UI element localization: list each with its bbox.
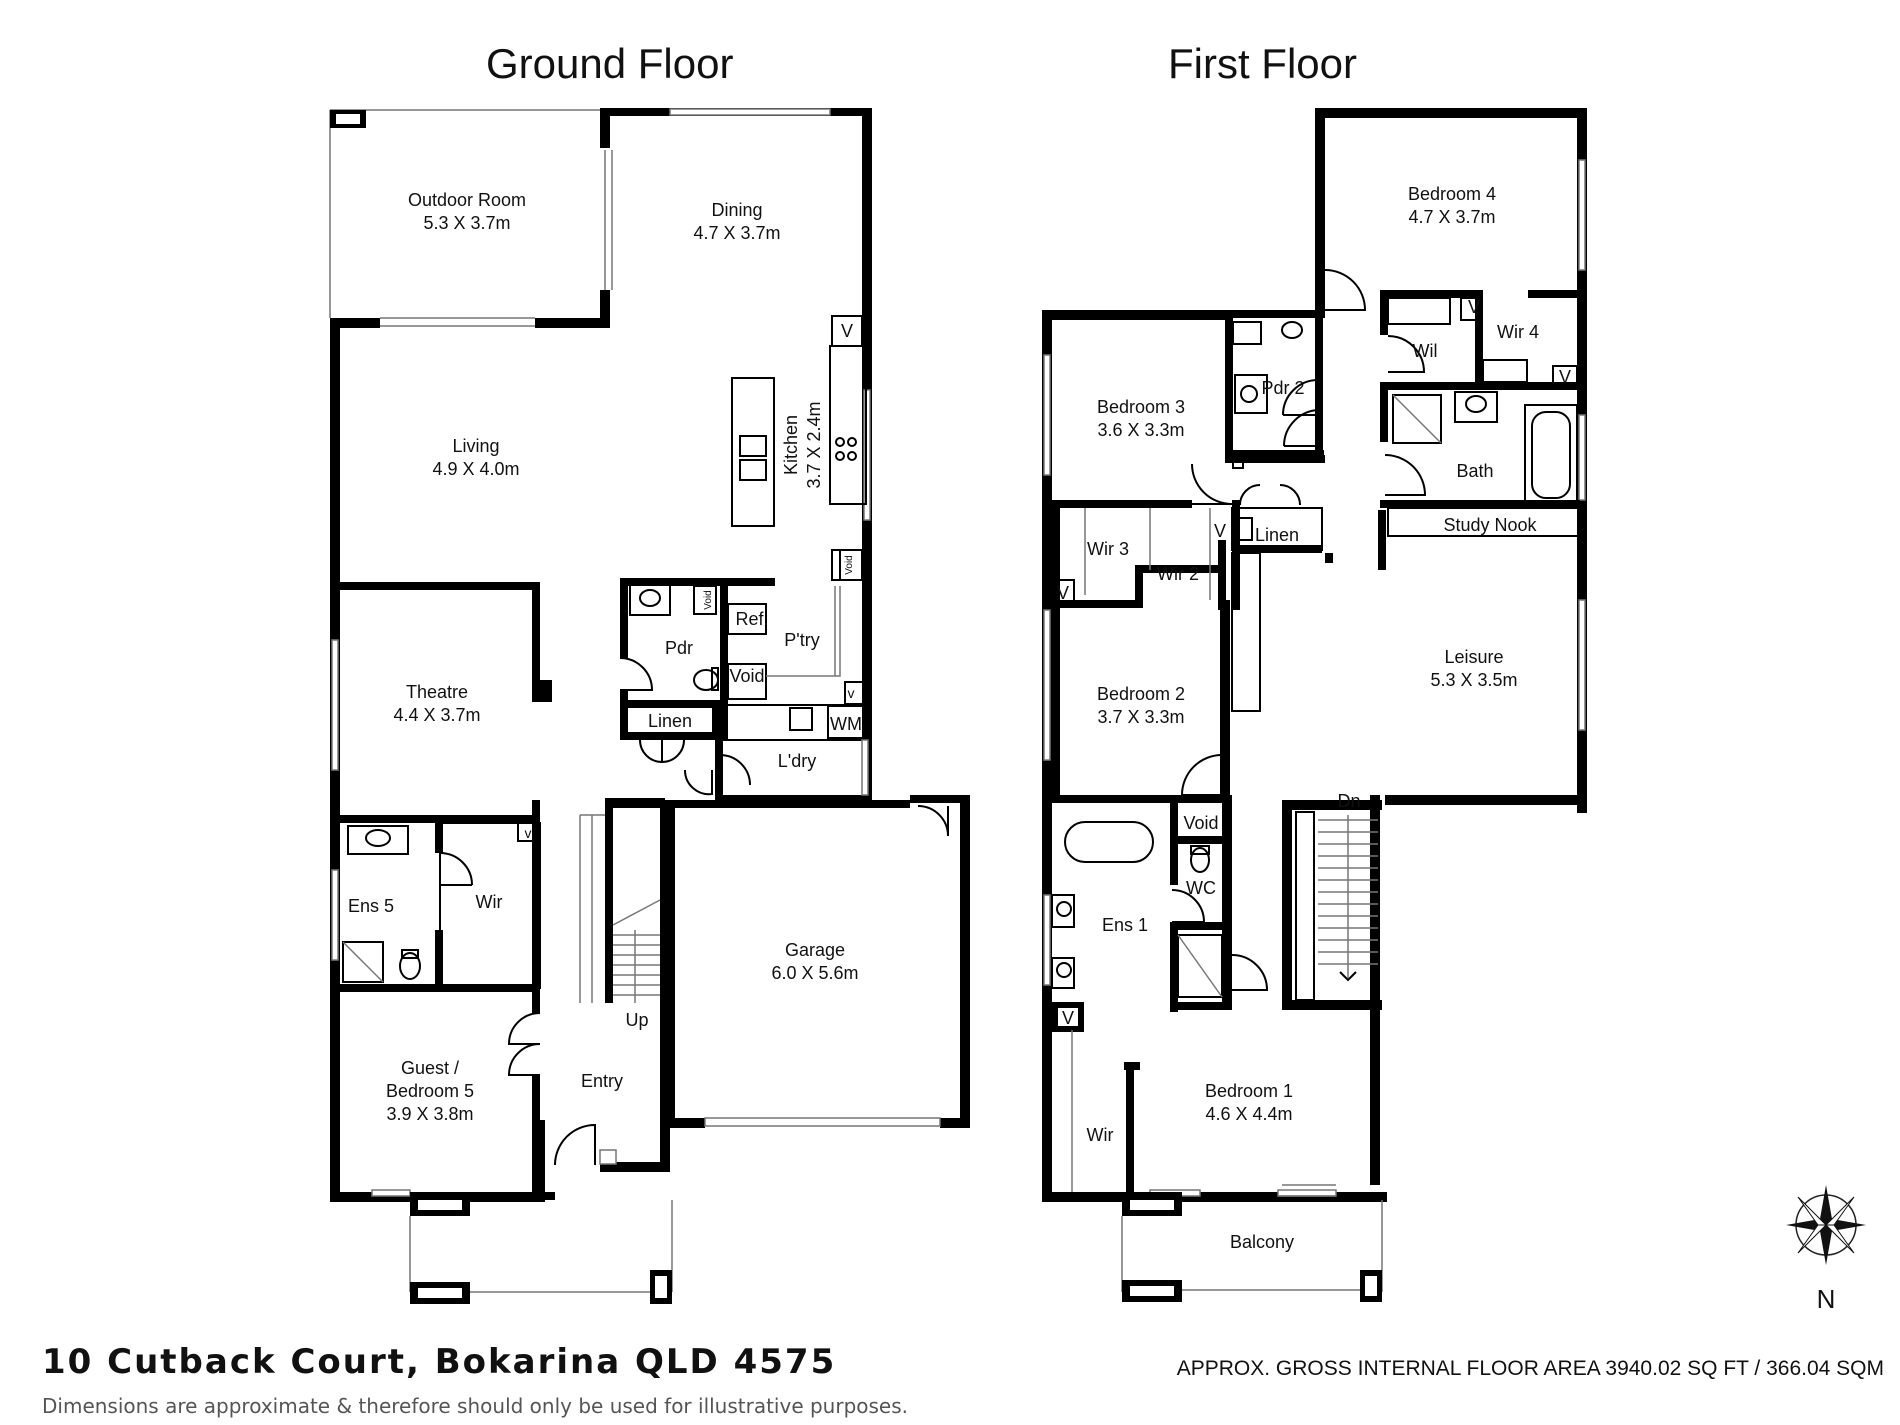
outdoor-room-label: Outdoor Room [408,190,526,210]
wil-label: Wil [1413,341,1438,361]
floor-area-text: APPROX. GROSS INTERNAL FLOOR AREA 3940.0… [1176,1357,1884,1380]
bedroom1-label: Bedroom 1 [1205,1081,1293,1101]
study-nook-label: Study Nook [1443,515,1537,535]
wm-label: WM [830,714,862,734]
v-marker: V [1057,583,1069,603]
balcony-label: Balcony [1230,1232,1294,1252]
pdr2-label: Pdr 2 [1261,378,1304,398]
dining-label: Dining [711,200,762,220]
up-label: Up [625,1010,648,1030]
guest-label-1: Guest / [401,1058,459,1078]
leisure-label: Leisure [1444,647,1503,667]
bedroom4-dims: 4.7 X 3.7m [1408,207,1495,227]
guest-label-2: Bedroom 5 [386,1081,474,1101]
wir-label: Wir [476,892,503,912]
compass-north-label: N [1817,1284,1836,1314]
outdoor-room-dims: 5.3 X 3.7m [423,213,510,233]
void-kitchen-label: Void [844,555,855,574]
kitchen-dims: 3.7 X 2.4m [804,401,824,488]
bedroom3-dims: 3.6 X 3.3m [1097,420,1184,440]
living-dims: 4.9 X 4.0m [432,459,519,479]
wir2-label: Wir 2 [1157,564,1199,584]
garage-label: Garage [785,940,845,960]
void-label: Void [729,666,764,686]
entry-label: Entry [581,1071,623,1091]
leisure-dims: 5.3 X 3.5m [1430,670,1517,690]
v-marker: v [848,685,855,701]
theatre-label: Theatre [406,682,468,702]
dining-dims: 4.7 X 3.7m [693,223,780,243]
property-address: 10 Cutback Court, Bokarina QLD 4575 [42,1342,837,1382]
ground-floor-title: Ground Floor [486,40,734,87]
v-marker: V [841,321,853,341]
linen-first-label: Linen [1255,525,1299,545]
bedroom2-label: Bedroom 2 [1097,684,1185,704]
void-small-label: Void [703,590,714,609]
wir-first-label: Wir [1087,1125,1114,1145]
first-floor-title: First Floor [1168,40,1357,87]
laundry-label: L'dry [778,751,816,771]
ref-label: Ref. [735,609,768,629]
linen-label: Linen [648,711,692,731]
guest-dims: 3.9 X 3.8m [386,1104,473,1124]
bedroom1-dims: 4.6 X 4.4m [1205,1104,1292,1124]
ground-floor-plan [329,108,970,1304]
ens5-label: Ens 5 [348,896,394,916]
disclaimer-text: Dimensions are approximate & therefore s… [42,1394,909,1418]
garage-dims: 6.0 X 5.6m [771,963,858,983]
v-marker: V [1559,367,1571,387]
wc-label: WC [1186,878,1216,898]
dn-label: Dn [1337,791,1360,811]
pantry-label: P'try [784,630,819,650]
v-marker: V [1214,521,1226,541]
v-marker: V [1062,1008,1074,1028]
theatre-dims: 4.4 X 3.7m [393,705,480,725]
compass-rose-icon: N [1786,1185,1866,1314]
pdr-label: Pdr [665,638,693,658]
bath-label: Bath [1456,461,1493,481]
wir3-label: Wir 3 [1087,539,1129,559]
kitchen-label: Kitchen [781,415,801,475]
wir4-label: Wir 4 [1497,322,1539,342]
living-label: Living [452,436,499,456]
ens1-label: Ens 1 [1102,915,1148,935]
bedroom3-label: Bedroom 3 [1097,397,1185,417]
first-floor-plan [1042,108,1587,1302]
bedroom2-dims: 3.7 X 3.3m [1097,707,1184,727]
bedroom4-label: Bedroom 4 [1408,184,1496,204]
v-marker: v [525,825,532,841]
void-first-label: Void [1183,813,1218,833]
v-marker: V [1468,297,1480,317]
